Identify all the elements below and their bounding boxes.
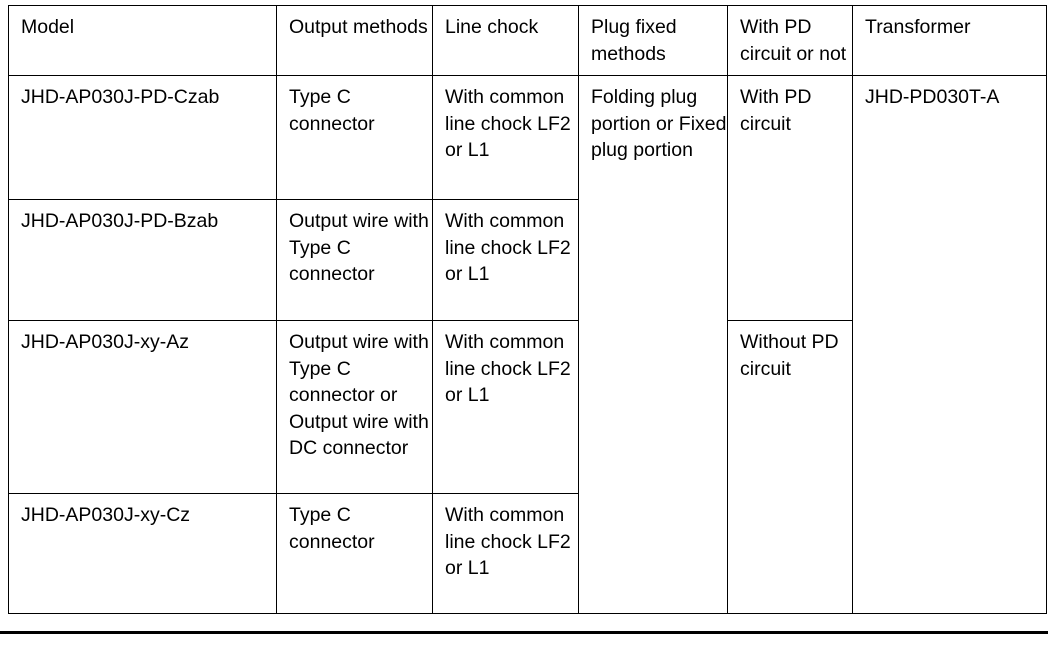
spec-table-container: Model Output methods Line chock Plug fix… (8, 5, 1047, 614)
cell-transformer-merged: JHD-PD030T-A (852, 75, 1047, 614)
column-header-plug-fixed-methods: Plug fixed methods (578, 5, 728, 76)
cell-plug-fixed-methods-merged: Folding plug portion or Fixed plug porti… (578, 75, 728, 614)
table-row: JHD-AP030J-xy-Az Output wire with Type C… (8, 320, 1047, 614)
cell-pd-circuit-with: With PD circuit (727, 75, 853, 321)
cell-line-chock: With common line chock LF2 or L1 (432, 320, 579, 494)
table-row: JHD-AP030J-PD-Czab Type C connector With… (8, 75, 1047, 614)
column-header-output-methods: Output methods (276, 5, 433, 76)
table-header-row: Model Output methods Line chock Plug fix… (8, 5, 1047, 76)
cell-pd-circuit-without: Without PD circuit (727, 320, 853, 614)
cell-model: JHD-AP030J-xy-Cz (8, 493, 277, 614)
column-header-line-chock: Line chock (432, 5, 579, 76)
table-row: JHD-AP030J-xy-Cz Type C connector With c… (8, 493, 1047, 614)
column-header-transformer: Transformer (852, 5, 1047, 76)
cell-output-methods: Type C connector (276, 493, 433, 614)
cell-model: JHD-AP030J-xy-Az (8, 320, 277, 494)
model-specification-table: Model Output methods Line chock Plug fix… (8, 5, 1047, 614)
cell-line-chock: With common line chock LF2 or L1 (432, 199, 579, 321)
cell-model: JHD-AP030J-PD-Bzab (8, 199, 277, 321)
page-bottom-rule (0, 631, 1048, 634)
cell-output-methods: Type C connector (276, 75, 433, 200)
cell-model: JHD-AP030J-PD-Czab (8, 75, 277, 200)
column-header-model: Model (8, 5, 277, 76)
table-row: JHD-AP030J-PD-Bzab Output wire with Type… (8, 199, 1047, 321)
column-header-with-pd-circuit-or-not: With PD circuit or not (727, 5, 853, 76)
cell-line-chock: With common line chock LF2 or L1 (432, 75, 579, 200)
cell-output-methods: Output wire with Type C connector (276, 199, 433, 321)
cell-line-chock: With common line chock LF2 or L1 (432, 493, 579, 614)
cell-output-methods: Output wire with Type C connector or Out… (276, 320, 433, 494)
